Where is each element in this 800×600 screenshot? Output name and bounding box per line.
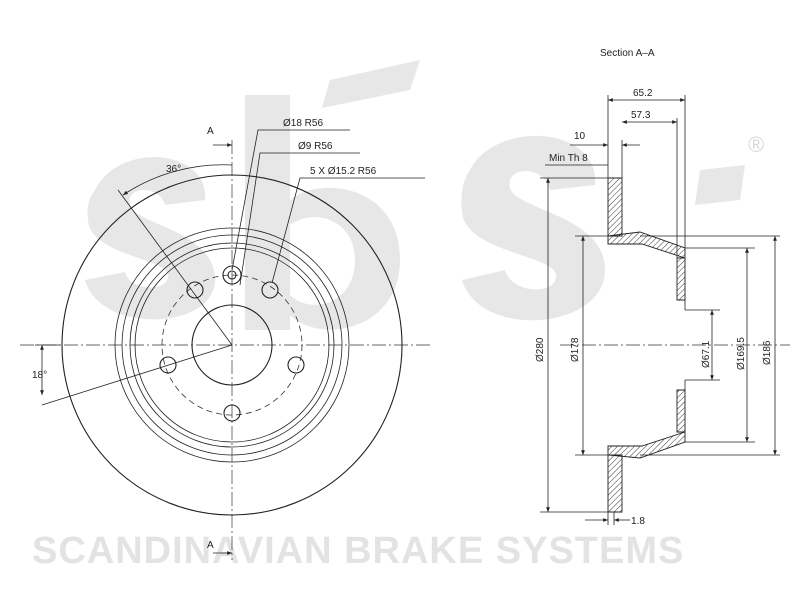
bolt-hole <box>287 356 305 374</box>
dim-overall-width: 65.2 <box>633 88 653 99</box>
friction-ring-section-top <box>607 177 623 237</box>
hat-face-lower <box>676 389 686 433</box>
callout-bolt-holes: 5 X Ø15.2 R56 <box>310 166 377 177</box>
dim-pcd-diameter: Ø169.5 <box>736 337 747 370</box>
dim-hat-diameter: Ø186 <box>762 340 773 365</box>
dim-thickness: 10 <box>574 131 586 142</box>
hat-face-upper <box>676 257 686 301</box>
section-marker-top: A <box>207 126 214 137</box>
registered-mark: ® <box>748 132 764 157</box>
bolt-hole <box>186 281 204 299</box>
callout-locating-large: Ø18 R56 <box>283 118 323 129</box>
section-marker-bottom: A <box>207 540 214 551</box>
friction-ring-inner-edge <box>114 227 350 463</box>
friction-ring-section-bottom <box>607 454 623 513</box>
dim-center-bore: Ø67.1 <box>701 340 712 368</box>
section-title: Section A–A <box>600 48 655 59</box>
dim-edge-offset: 1.8 <box>631 516 645 527</box>
bolt-hole <box>159 356 177 374</box>
bolt-hole <box>223 404 241 422</box>
locating-hole-small <box>227 270 237 280</box>
disc-outer-edge <box>61 174 403 516</box>
center-bore <box>191 304 273 386</box>
callout-locating-small: Ø9 R56 <box>298 141 333 152</box>
section-view: Section A–A 65.2 57.3 10 <box>535 48 790 527</box>
pitch-circle <box>161 274 303 416</box>
brand-watermark-text: SCANDINAVIAN BRAKE SYSTEMS <box>32 530 684 572</box>
hat-outer-circle-3 <box>134 247 330 443</box>
hat-wall-bottom <box>607 431 686 459</box>
bolt-holes <box>159 281 305 422</box>
dim-min-thickness: Min Th 8 <box>549 153 588 164</box>
front-view: A A 36° 18° Ø18 R56 Ø9 R56 5 X Ø15.2 R56 <box>20 118 430 560</box>
hat-outer-circle-1 <box>121 234 343 456</box>
angle-18-label: 18° <box>32 370 47 381</box>
dim-outer-diameter: Ø280 <box>535 337 546 362</box>
sbs-logo-watermark <box>85 60 745 330</box>
dim-hat-depth: 57.3 <box>631 110 651 121</box>
bolt-hole <box>261 281 279 299</box>
dim-inner-diameter: Ø178 <box>570 337 581 362</box>
hat-wall-top <box>607 231 686 259</box>
angle-36-label: 36° <box>166 164 181 175</box>
locating-hole-large <box>222 265 242 285</box>
hat-outer-circle-2 <box>129 242 335 448</box>
